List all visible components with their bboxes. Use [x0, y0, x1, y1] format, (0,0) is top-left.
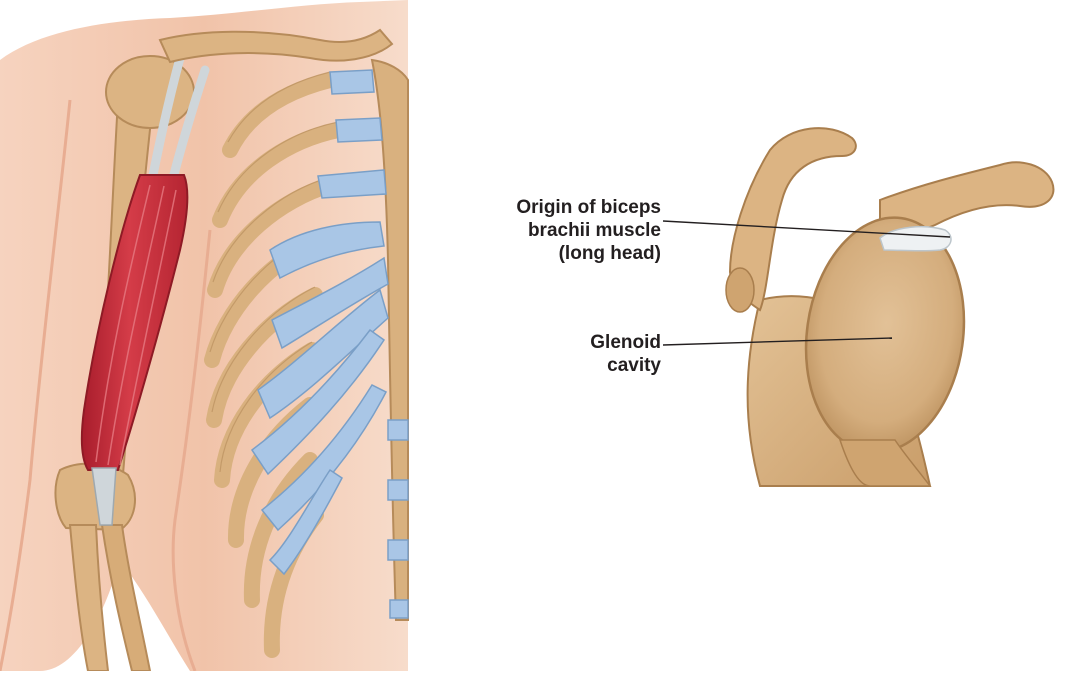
glenoid-cavity-label: Glenoid cavity — [590, 331, 661, 377]
biceps-origin-label-line3: (long head) — [516, 242, 661, 265]
arm-and-thorax-illustration — [0, 0, 408, 671]
biceps-origin-label-line1: Origin of biceps — [516, 196, 661, 219]
glenoid-label-line2: cavity — [590, 354, 661, 377]
scapula-illustration — [726, 128, 1053, 486]
biceps-origin-label-line2: brachii muscle — [516, 219, 661, 242]
glenoid-label-line1: Glenoid — [590, 331, 661, 354]
biceps-origin-label: Origin of biceps brachii muscle (long he… — [516, 196, 661, 265]
